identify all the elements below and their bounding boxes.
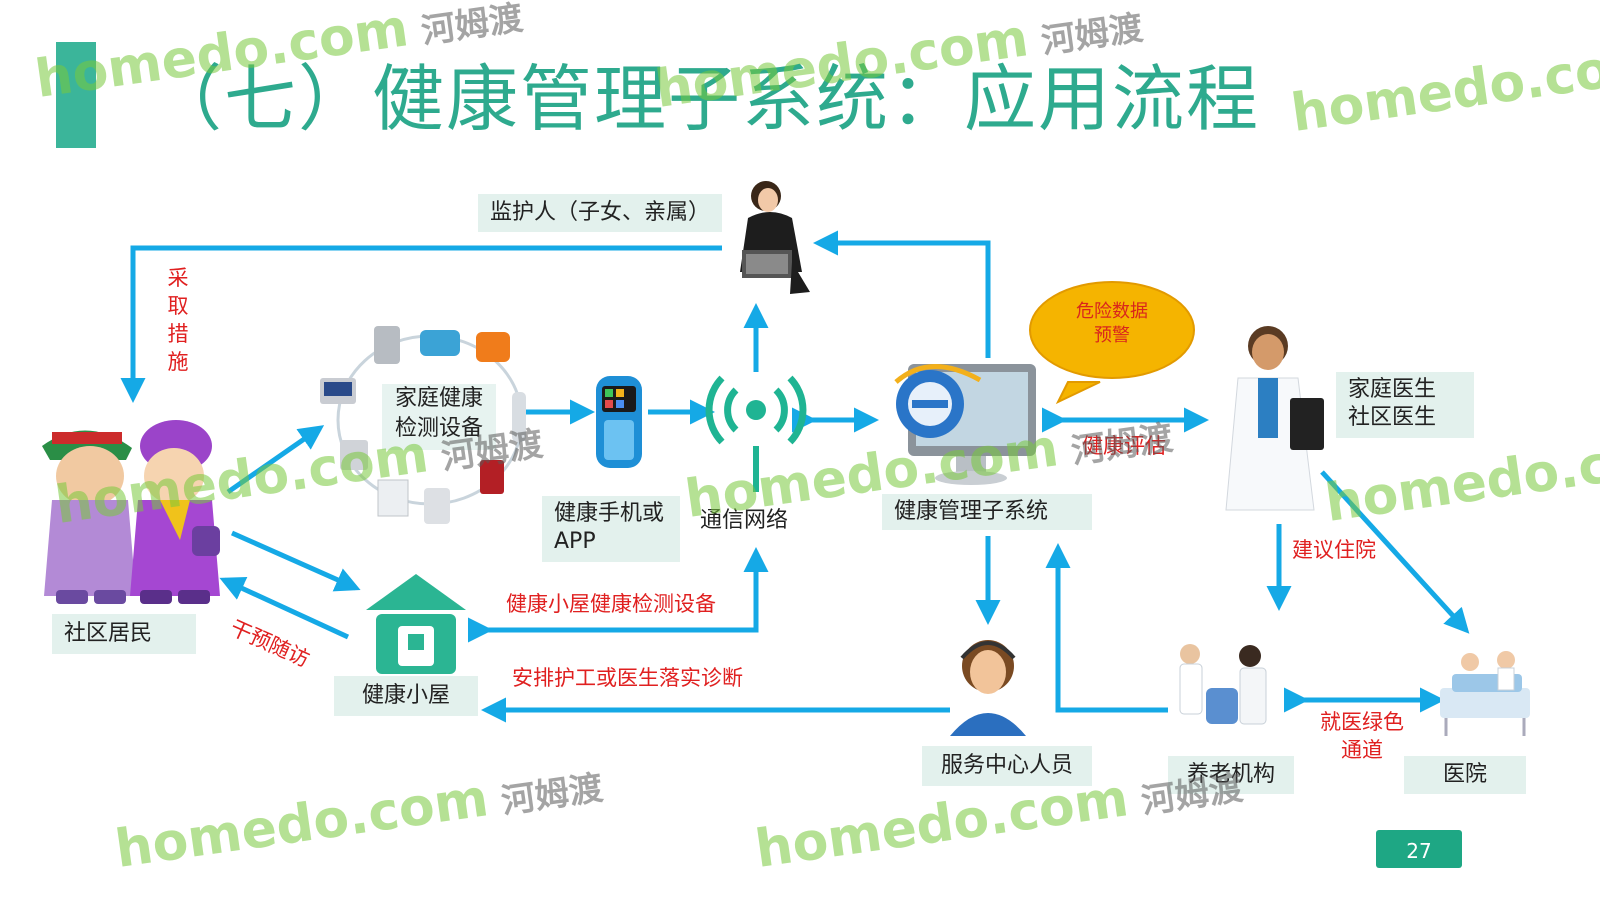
flow-assessment: 健康评估 [1082,434,1166,458]
phone-illustration [596,376,642,468]
service-staff-illustration [950,640,1026,736]
arrow-cabin-to-network [468,547,769,643]
label-phone-line1: 健康手机或 [554,501,665,526]
arrow-residents-to-cabin [230,530,361,592]
label-cabin: 健康小屋 [334,676,478,716]
cabin-illustration [366,574,466,674]
label-home-devices-line1: 家庭健康 [394,386,483,411]
label-network: 通信网络 [700,508,789,533]
flow-cabin-devices: 健康小屋健康检测设备 [506,592,716,616]
flow-green-channel: 就医绿色 通道 [1320,708,1404,764]
label-guardian: 监护人（子女、亲属） [478,194,723,232]
elderly-care-illustration [1179,644,1267,725]
label-doctor: 家庭医生 社区医生 [1336,372,1474,438]
label-home-devices: 家庭健康 检测设备 [382,384,496,450]
flow-alert-line1: 危险数据 [1076,301,1148,322]
flow-alert-line2: 预警 [1094,325,1130,346]
label-elderly-care: 养老机构 [1168,756,1294,794]
guardian-figure [740,181,810,294]
flow-alert: 危险数据 预警 [1050,300,1174,348]
label-hospital: 医院 [1404,756,1526,794]
label-doctor-line1: 家庭医生 [1348,377,1437,402]
label-service: 服务中心人员 [922,746,1092,786]
label-residents: 社区居民 [52,614,196,654]
flow-hospitalize: 建议住院 [1292,538,1376,562]
arrow-care-to-system [1045,543,1168,713]
residents-illustration [42,420,220,604]
home-devices-illustration [320,326,526,524]
network-illustration [705,375,807,445]
alert-bubble [1029,281,1195,405]
flow-green-line1: 就医绿色 [1320,710,1404,734]
doctor-illustration [1225,326,1324,511]
label-home-devices-line2: 检测设备 [394,416,483,441]
page-number: 27 [1376,830,1462,868]
slide-title: （七）健康管理子系统：应用流程 [150,57,1261,141]
flow-take-measures: 采取措施 [167,266,189,374]
flow-arrange: 安排护工或医生落实诊断 [512,666,743,690]
arrow-doctor-to-hospital [1320,470,1470,634]
arrow-residents-to-devices [226,425,325,495]
label-phone: 健康手机或 APP [542,496,680,562]
hospital-illustration [1440,651,1530,736]
label-doctor-line2: 社区医生 [1348,405,1437,430]
arrow-guardian-to-residents [120,245,722,403]
title-accent-bar [56,42,96,148]
label-phone-line2: APP [554,529,596,554]
arrow-system-to-guardian [813,230,991,358]
arrow-cabin-to-residents [219,576,350,640]
system-illustration [894,364,1036,485]
flow-green-line2: 通道 [1341,738,1383,762]
label-system: 健康管理子系统 [882,494,1092,530]
